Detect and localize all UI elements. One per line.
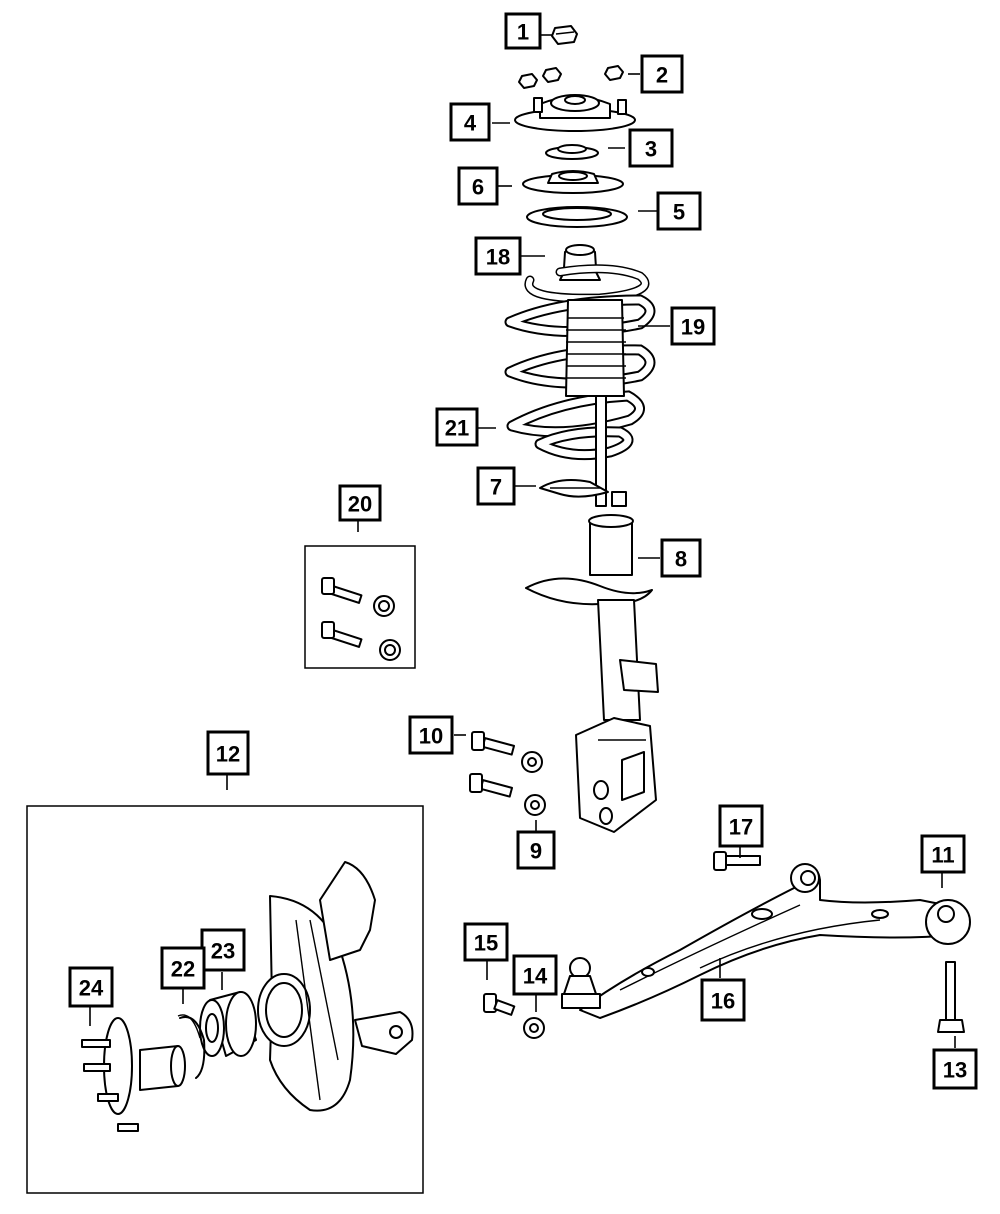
spring-seat-part-6 [522, 170, 624, 194]
lower-insulator-part-7 [539, 479, 609, 498]
svg-text:9: 9 [530, 839, 542, 864]
callout-5: 5 [656, 191, 702, 231]
callout-19: 19 [670, 306, 716, 346]
knuckle-and-shield [257, 861, 414, 1112]
leader-lines [89, 34, 956, 1048]
strut-mount-part-4 [514, 94, 636, 132]
svg-text:18: 18 [486, 245, 510, 270]
nut-part-1 [551, 25, 578, 45]
bearing-part-3 [545, 144, 599, 160]
nut-part-14 [523, 1017, 545, 1039]
callout-10: 10 [408, 715, 454, 755]
callout-15: 15 [463, 922, 509, 962]
svg-text:24: 24 [79, 976, 104, 1001]
callout-6: 6 [457, 166, 499, 206]
nuts-part-2 [518, 65, 624, 89]
strut-body-part-8 [525, 514, 659, 833]
kit-20-box [304, 545, 416, 669]
svg-text:10: 10 [419, 724, 443, 749]
svg-text:15: 15 [474, 931, 498, 956]
wheel-bearing-part-23 [199, 991, 257, 1057]
callout-3: 3 [628, 128, 674, 168]
svg-text:2: 2 [656, 63, 668, 88]
svg-text:11: 11 [931, 843, 954, 868]
ball-joint [561, 957, 601, 1009]
callout-4: 4 [449, 102, 491, 142]
callout-7: 7 [476, 466, 516, 506]
svg-text:22: 22 [171, 957, 195, 982]
rod-nut [611, 491, 627, 507]
svg-text:21: 21 [445, 416, 469, 441]
callout-17: 17 [718, 804, 764, 848]
callout-22: 22 [160, 946, 206, 990]
callout-8: 8 [660, 538, 702, 578]
callout-12: 12 [206, 730, 250, 776]
svg-text:5: 5 [673, 200, 685, 225]
bolts-part-10 [469, 731, 516, 798]
bolt-part-15 [483, 993, 516, 1016]
svg-text:16: 16 [711, 989, 735, 1014]
callout-9: 9 [516, 830, 556, 870]
kit-20-bolts [321, 577, 401, 661]
svg-text:4: 4 [464, 111, 477, 136]
callout-24: 24 [68, 966, 114, 1008]
svg-text:20: 20 [348, 492, 372, 517]
knuckle-assembly-12-box [26, 805, 424, 1194]
bolt-part-13 [937, 961, 965, 1033]
hub-part-24 [81, 1017, 186, 1132]
svg-text:13: 13 [943, 1058, 967, 1083]
svg-text:3: 3 [645, 137, 657, 162]
svg-text:1: 1 [517, 20, 529, 45]
svg-text:12: 12 [216, 742, 240, 767]
svg-text:6: 6 [472, 175, 484, 200]
callout-20: 20 [338, 484, 382, 522]
svg-text:14: 14 [523, 964, 548, 989]
bolt-part-17 [713, 851, 761, 871]
callout-14: 14 [512, 954, 558, 996]
snap-ring-part-22 [177, 1014, 206, 1079]
svg-text:17: 17 [729, 815, 753, 840]
callout-1: 1 [504, 12, 542, 50]
dust-boot [565, 299, 626, 507]
callout-13: 13 [932, 1048, 978, 1090]
callout-2: 2 [640, 54, 684, 94]
isolator-part-5 [526, 206, 628, 228]
svg-text:23: 23 [211, 939, 235, 964]
callout-11: 11 [920, 834, 966, 874]
callout-23: 23 [200, 928, 246, 972]
control-arm-part-16 [579, 863, 971, 1019]
callout-18: 18 [474, 236, 522, 276]
svg-text:8: 8 [675, 547, 687, 572]
svg-text:7: 7 [490, 475, 502, 500]
callout-16: 16 [700, 978, 746, 1022]
nuts-part-9 [521, 751, 546, 816]
coil-spring-part-19 [504, 264, 656, 461]
svg-text:19: 19 [681, 315, 705, 340]
callout-21: 21 [435, 407, 479, 447]
